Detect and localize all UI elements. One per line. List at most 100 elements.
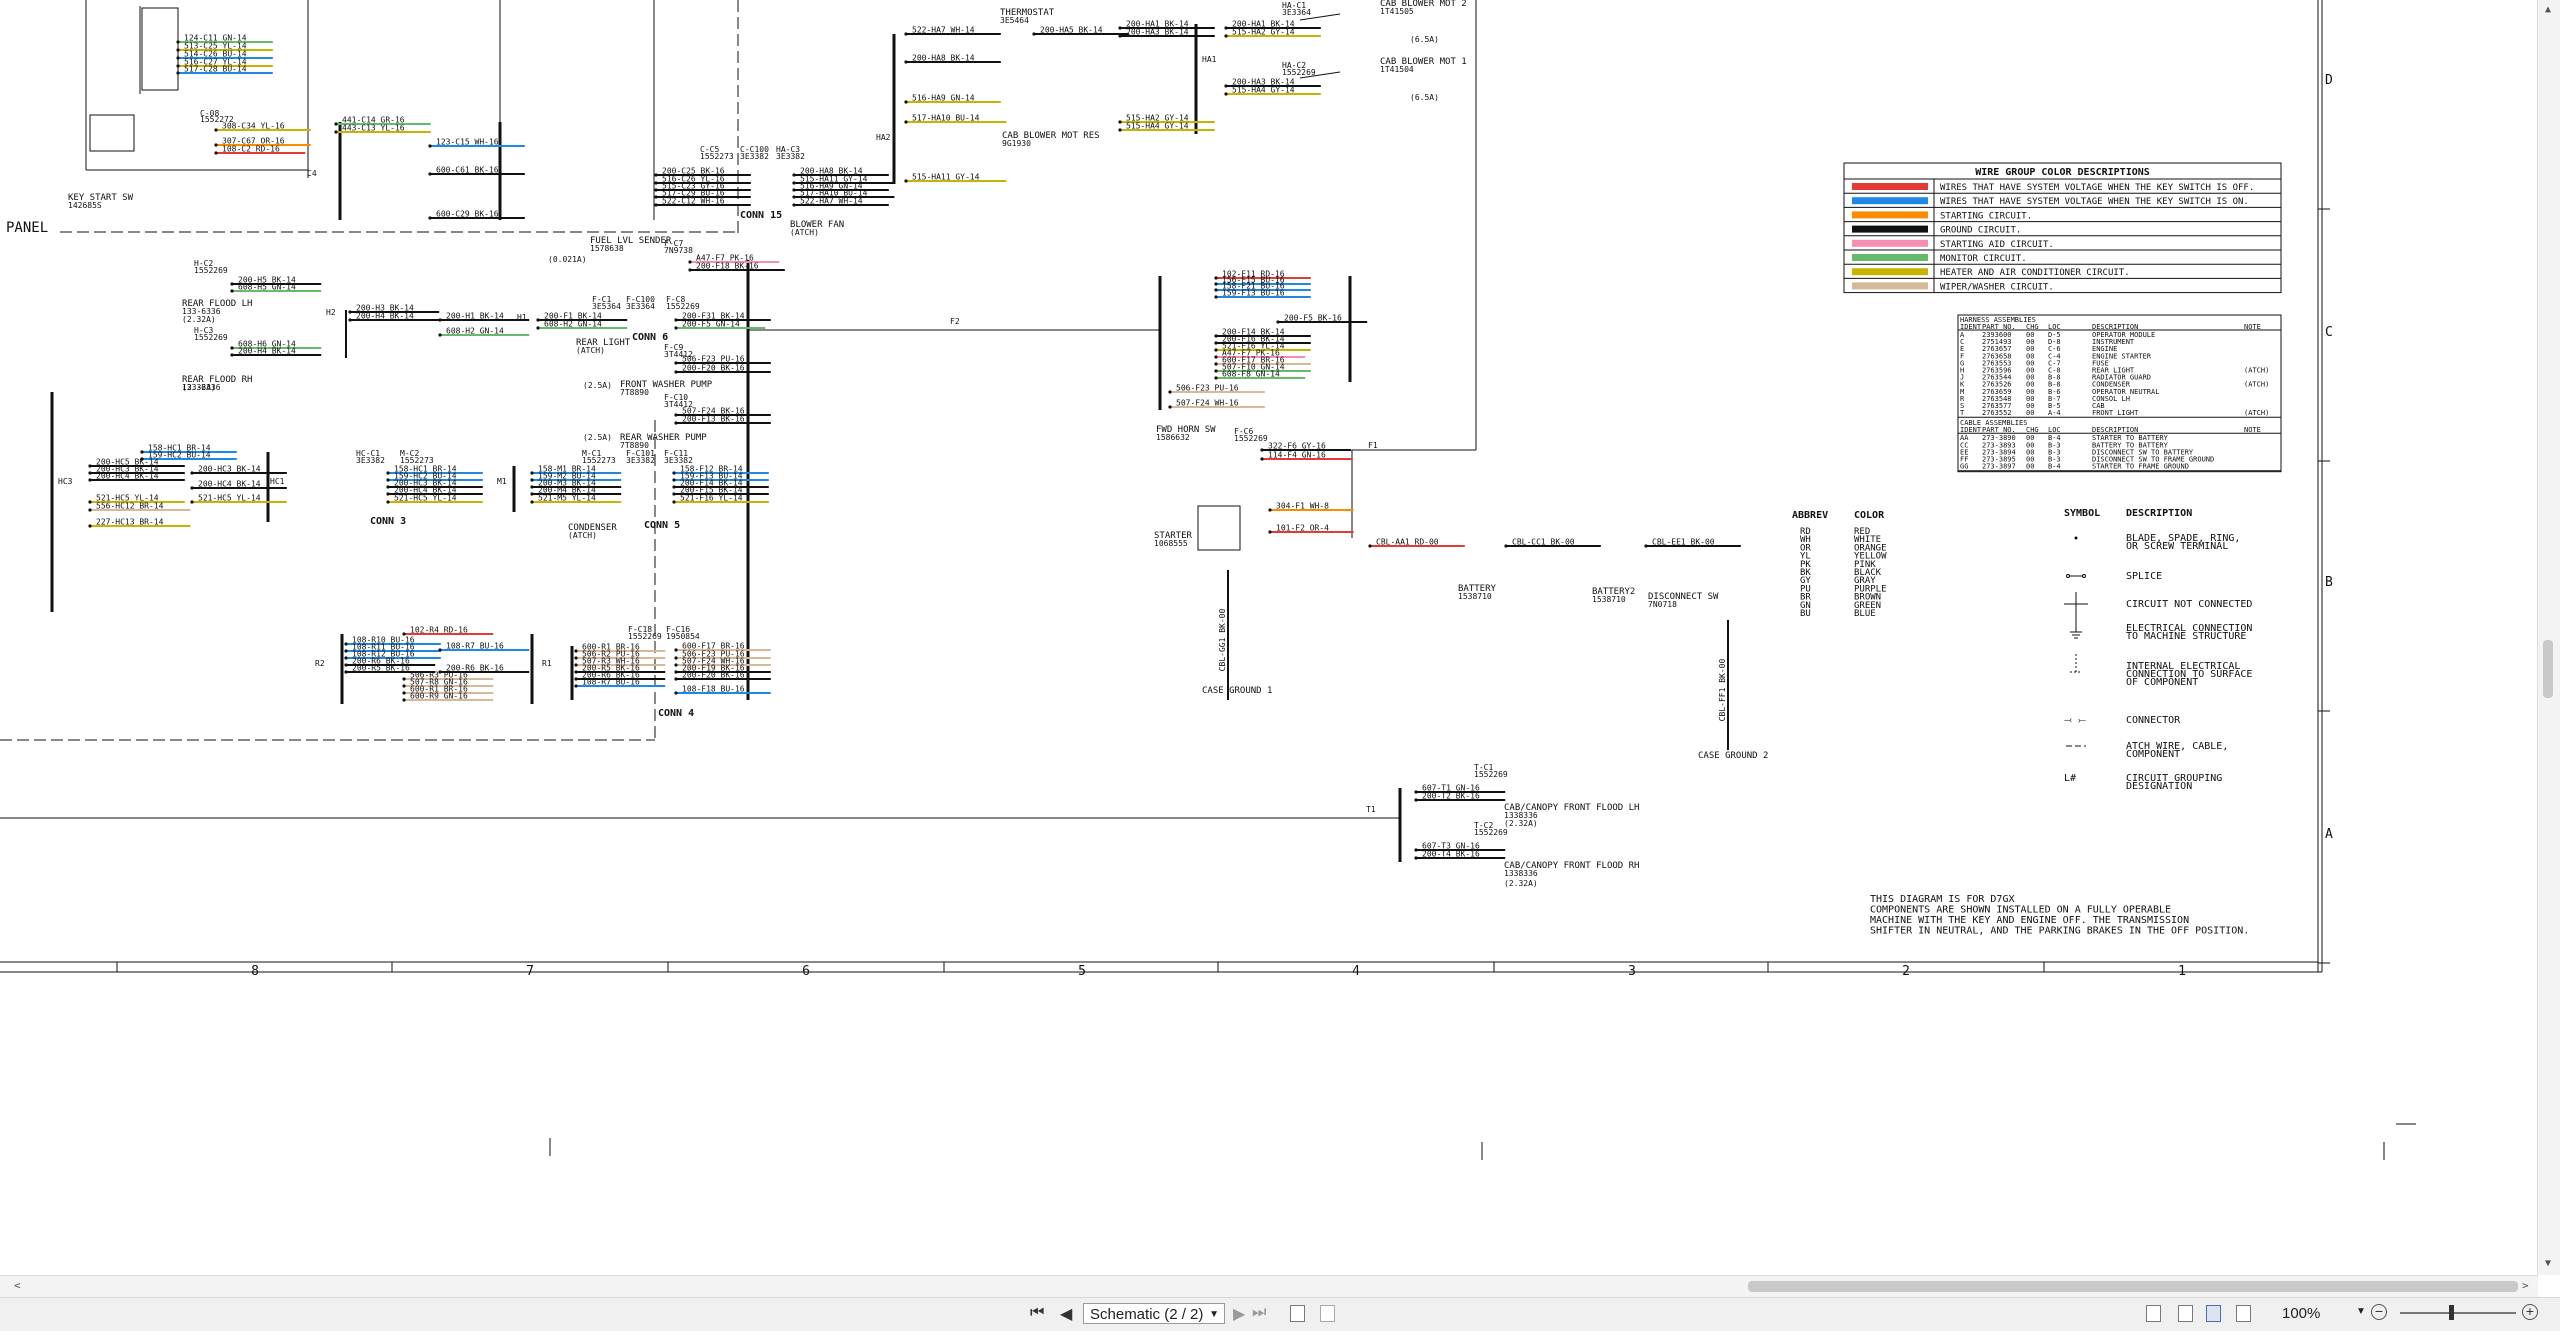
connector-part-number: 3E3382 bbox=[664, 456, 693, 465]
component-part-number: 7T8890 bbox=[620, 388, 649, 397]
terminal-dot bbox=[1032, 32, 1036, 36]
terminal-dot bbox=[904, 60, 908, 64]
terminal-dot bbox=[1414, 848, 1418, 852]
zoom-chevron-icon[interactable]: ▼ bbox=[2356, 1306, 2366, 1317]
component-label: CONDENSER bbox=[568, 523, 617, 533]
wire-label: 522-HA7 WH-14 bbox=[800, 197, 863, 206]
extract-pages-icon[interactable] bbox=[1290, 1305, 1305, 1322]
scroll-left-icon[interactable]: < bbox=[14, 1279, 21, 1292]
scroll-up-icon[interactable]: ▲ bbox=[2544, 4, 2552, 15]
wire-label: 200-HA3 BK-14 bbox=[1126, 28, 1189, 37]
prev-page-icon[interactable]: ◀ bbox=[1060, 1306, 1073, 1323]
component-part-number: 3E5464 bbox=[1000, 16, 1029, 25]
table-cell: FRONT LIGHT bbox=[2092, 409, 2139, 417]
terminal-dot bbox=[386, 492, 390, 496]
next-page-icon[interactable]: ▶ bbox=[1233, 1306, 1246, 1323]
page-selector[interactable]: Schematic (2 / 2) ▼ bbox=[1083, 1303, 1225, 1324]
terminal-dot bbox=[654, 195, 658, 199]
wire-label: 556-HC12 BR-14 bbox=[96, 502, 164, 511]
terminal-dot bbox=[1268, 530, 1272, 534]
vertical-scroll-thumb[interactable] bbox=[2543, 640, 2553, 698]
diagram-label: (2.5A) bbox=[583, 381, 612, 390]
vertical-scrollbar[interactable]: ▲ ▼ bbox=[2537, 0, 2560, 1275]
last-page-icon[interactable]: ⏭ bbox=[1252, 1304, 1267, 1321]
table-cell: K bbox=[1960, 381, 1965, 389]
terminal-dot bbox=[402, 698, 406, 702]
abbrev-code: GY bbox=[1800, 576, 1811, 586]
connector-id: H-C3 bbox=[194, 326, 213, 335]
wire-label: 443-C13 YL-16 bbox=[342, 124, 405, 133]
connector-part-number: 1552269 bbox=[1474, 828, 1508, 837]
zoom-in-icon[interactable]: + bbox=[2522, 1304, 2538, 1320]
zoom-level[interactable]: 100% bbox=[2282, 1305, 2321, 1322]
terminal-dot bbox=[190, 471, 194, 475]
terminal-dot bbox=[1214, 334, 1218, 338]
connector-part-number: 3E5364 bbox=[592, 302, 621, 311]
insert-page-icon[interactable] bbox=[1320, 1305, 1335, 1322]
fit-page-icon[interactable] bbox=[2236, 1305, 2251, 1322]
abbrev-color: BLACK bbox=[1854, 568, 1882, 578]
wire-label: 600-R1 BR-16 bbox=[410, 685, 468, 694]
component-part-number: 133-6336 bbox=[182, 307, 221, 316]
terminal-dot bbox=[1118, 128, 1122, 132]
wire-label: 108-R7 BU-16 bbox=[446, 642, 504, 651]
connector-symbol-icon: ⤙ ⤚ bbox=[2064, 715, 2086, 726]
terminal-dot bbox=[574, 677, 578, 681]
color-description: WIPER/WASHER CIRCUIT. bbox=[1940, 282, 2054, 292]
horizontal-scrollbar[interactable]: < > bbox=[0, 1275, 2538, 1298]
grid-row-label: D bbox=[2325, 73, 2333, 88]
wire-label: 517-HA10 BU-14 bbox=[800, 189, 868, 198]
terminal-dot bbox=[428, 216, 432, 220]
connector-id: H-C2 bbox=[194, 259, 213, 268]
wire-label: 159-HC2 BU-14 bbox=[394, 472, 457, 481]
terminal-dot bbox=[176, 56, 180, 60]
table-cell: 00 bbox=[2026, 434, 2034, 442]
table-cell: 00 bbox=[2026, 448, 2034, 456]
terminal-dot bbox=[1214, 362, 1218, 366]
wire-label: 515-HA11 GY-14 bbox=[912, 173, 980, 182]
diagram-label: PANEL bbox=[6, 220, 48, 236]
symbol-description: CONNECTOR bbox=[2126, 715, 2181, 726]
grid-column-label: 7 bbox=[526, 964, 534, 979]
color-swatch bbox=[1852, 282, 1928, 290]
table-cell: 2763657 bbox=[1982, 345, 2012, 353]
wire-label: CBL-FF1 BK-00 bbox=[1718, 659, 1727, 722]
component-part-number: 1068555 bbox=[1154, 539, 1188, 548]
symbol-description: INTERNAL ELECTRICAL bbox=[2126, 661, 2240, 672]
scroll-right-icon[interactable]: > bbox=[2522, 1279, 2529, 1292]
wire-label: 200-C25 BK-16 bbox=[662, 167, 725, 176]
connector-part-number: 1552269 bbox=[1282, 68, 1316, 77]
wire-label: 108-F18 BU-16 bbox=[682, 685, 745, 694]
terminal-dot bbox=[1224, 84, 1228, 88]
terminal-dot bbox=[402, 677, 406, 681]
terminal-dot bbox=[230, 346, 234, 350]
terminal-dot bbox=[438, 648, 442, 652]
table-cell: ENGINE bbox=[2092, 345, 2117, 353]
zoom-slider[interactable] bbox=[2400, 1312, 2516, 1314]
scroll-down-icon[interactable]: ▼ bbox=[2544, 1258, 2552, 1269]
two-page-view-icon[interactable] bbox=[2206, 1305, 2221, 1322]
zoom-slider-handle[interactable] bbox=[2449, 1305, 2454, 1320]
diagram-label: F2 bbox=[950, 317, 960, 326]
wire-label: 600-F17 BR-16 bbox=[1222, 356, 1285, 365]
color-description: STARTING CIRCUIT. bbox=[1940, 211, 2032, 221]
table-cell: B-3 bbox=[2048, 456, 2061, 464]
terminal-dot bbox=[1214, 369, 1218, 373]
terminal-dot bbox=[344, 663, 348, 667]
first-page-icon[interactable]: ⏮ bbox=[1030, 1304, 1045, 1321]
terminal-dot bbox=[674, 656, 678, 660]
table-cell: OPERATOR MODULE bbox=[2092, 331, 2155, 339]
component-part-number: 7N0718 bbox=[1648, 600, 1677, 609]
wire-label: 200-HC3 BK-14 bbox=[394, 479, 457, 488]
horizontal-scroll-thumb[interactable] bbox=[1748, 1281, 2518, 1292]
zoom-out-icon[interactable]: − bbox=[2371, 1304, 2387, 1320]
wire-label: 507-F24 WH-16 bbox=[682, 657, 745, 666]
connector-id: F-C18 bbox=[628, 625, 652, 634]
diagram-label: HA2 bbox=[876, 133, 891, 142]
single-page-view-icon[interactable] bbox=[2146, 1305, 2161, 1322]
wire-label: 156-F15 BU-16 bbox=[1222, 276, 1285, 285]
wire-label: 600-C29 BK-16 bbox=[436, 210, 499, 219]
terminal-dot bbox=[214, 143, 218, 147]
continuous-view-icon[interactable] bbox=[2178, 1305, 2193, 1322]
